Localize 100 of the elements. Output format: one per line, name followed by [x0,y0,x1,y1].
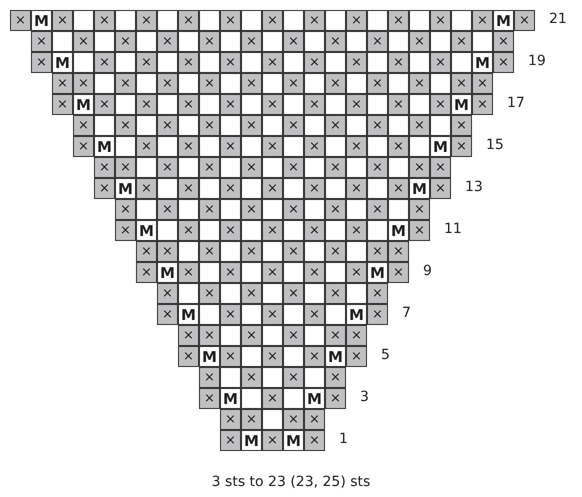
stitch-square: × [115,220,136,241]
stitch-square: × [52,10,73,31]
stitch-square: × [178,94,199,115]
stitch-square: × [178,178,199,199]
stitch-square: × [220,262,241,283]
stitch-square: × [325,241,346,262]
stitch-square: × [199,325,220,346]
stitch-square: × [304,94,325,115]
stitch-square: × [325,367,346,388]
stitch-square: × [241,241,262,262]
stitch-square: × [283,157,304,178]
stitch-square: × [10,10,31,31]
stitch-square: × [178,346,199,367]
stitch-square: × [283,283,304,304]
stitch-square: × [262,10,283,31]
stitch-square: × [136,241,157,262]
stitch-square: × [346,220,367,241]
stitch-square: × [325,199,346,220]
stitch-square: × [157,115,178,136]
row-number: 15 [486,137,504,153]
stitch-square: × [115,115,136,136]
stitch-square: × [220,430,241,451]
stitch-square: × [514,10,535,31]
stitch-square: × [73,115,94,136]
stitch-square: × [346,262,367,283]
stitch-square: M [157,262,178,283]
stitch-square: × [157,199,178,220]
stitch-square: × [262,178,283,199]
stitch-square: × [367,304,388,325]
stitch-square: × [241,115,262,136]
stitch-square: × [94,10,115,31]
stitch-square: × [52,73,73,94]
stitch-square: × [472,94,493,115]
stitch-square: × [52,94,73,115]
stitch-square: × [262,220,283,241]
stitch-square: × [304,136,325,157]
stitch-square: × [472,73,493,94]
stitch-square: × [451,115,472,136]
row-number: 1 [339,431,348,447]
stitch-square: × [73,73,94,94]
stitch-square: × [199,157,220,178]
stitch-square: × [493,31,514,52]
stitch-square: × [367,199,388,220]
stitch-square: × [220,178,241,199]
stitch-square: × [388,262,409,283]
stitch-square: × [304,409,325,430]
stitch-square: × [220,409,241,430]
stitch-square: × [220,304,241,325]
stitch-square: × [304,304,325,325]
stitch-square: M [283,430,304,451]
stitch-square: × [262,430,283,451]
stitch-square: × [178,262,199,283]
stitch-square: × [346,325,367,346]
stitch-square: × [367,115,388,136]
caption: 3 sts to 23 (23, 25) sts [210,474,372,490]
stitch-square: × [304,262,325,283]
stitch-square: × [388,136,409,157]
stitch-square: × [346,136,367,157]
stitch-square: × [367,157,388,178]
stitch-square: × [199,388,220,409]
stitch-square: × [283,31,304,52]
stitch-square: M [73,94,94,115]
stitch-square: × [220,346,241,367]
stitch-square: × [199,115,220,136]
stitch-square: × [451,31,472,52]
stitch-square: × [115,31,136,52]
stitch-square: × [241,73,262,94]
stitch-square: × [283,199,304,220]
stitch-square: M [241,430,262,451]
stitch-square: × [304,430,325,451]
stitch-square: M [451,94,472,115]
stitch-square: × [199,241,220,262]
stitch-square: × [304,346,325,367]
stitch-square: × [346,10,367,31]
stitch-square: × [304,220,325,241]
stitch-square: × [262,346,283,367]
stitch-square: × [94,52,115,73]
stitch-square: × [325,283,346,304]
stitch-square: × [199,283,220,304]
stitch-square: × [283,73,304,94]
row-number: 19 [528,53,546,69]
stitch-square: × [367,283,388,304]
stitch-square: × [346,94,367,115]
stitch-square: × [136,94,157,115]
stitch-square: × [241,325,262,346]
stitch-square: × [115,199,136,220]
stitch-square: × [430,10,451,31]
stitch-square: × [199,31,220,52]
stitch-square: × [262,52,283,73]
stitch-square: × [157,283,178,304]
stitch-square: × [73,136,94,157]
stitch-square: × [178,220,199,241]
stitch-square: × [409,157,430,178]
stitch-square: × [493,52,514,73]
stitch-square: × [262,136,283,157]
stitch-square: × [157,304,178,325]
stitch-square: × [94,157,115,178]
stitch-square: × [241,31,262,52]
stitch-square: × [31,52,52,73]
stitch-square: × [241,367,262,388]
